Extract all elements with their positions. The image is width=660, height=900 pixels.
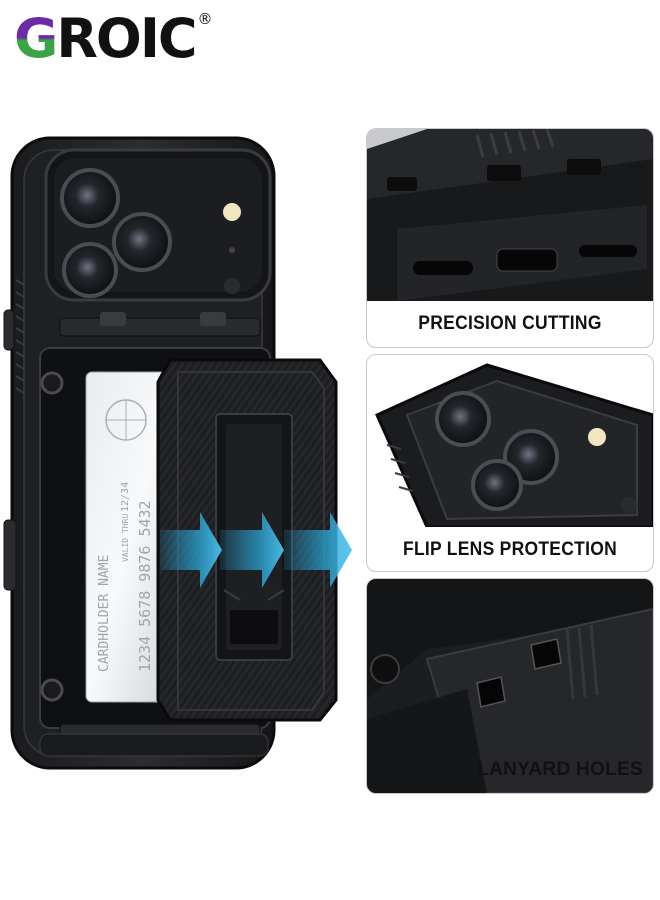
logo-wordmark: ROIC — [56, 7, 197, 70]
card-date-text: 12/34 — [120, 482, 131, 512]
card-holder-text: CARDHOLDER NAME — [97, 555, 112, 672]
feature-panel-flip-lens: FLIP LENS PROTECTION — [366, 354, 654, 572]
feature-label: FLIP LENS PROTECTION — [402, 539, 617, 560]
card-valid-text: VALID THRU — [121, 514, 130, 562]
feature-panel-precision-cutting: PRECISION CUTTING — [366, 128, 654, 348]
brand-logo: G ROIC ® — [14, 8, 213, 70]
feature-panel-lanyard-holes: LANYARD HOLES — [366, 578, 654, 794]
phone-case-product-image: CARDHOLDER NAME 1234 5678 9876 5432 VALI… — [3, 136, 352, 770]
feature-label: LANYARD HOLES — [477, 759, 643, 780]
logo-letter-g: G — [14, 7, 58, 70]
card-number-text: 1234 5678 9876 5432 — [136, 500, 154, 672]
camera-lens-closeup-image — [367, 355, 653, 527]
case-bottom-cutouts-image — [367, 129, 653, 301]
registered-trademark-icon: ® — [197, 10, 213, 28]
lanyard-holes-closeup-image — [367, 579, 653, 793]
slide-arrows-icon — [160, 512, 352, 588]
feature-label: PRECISION CUTTING — [418, 313, 602, 334]
